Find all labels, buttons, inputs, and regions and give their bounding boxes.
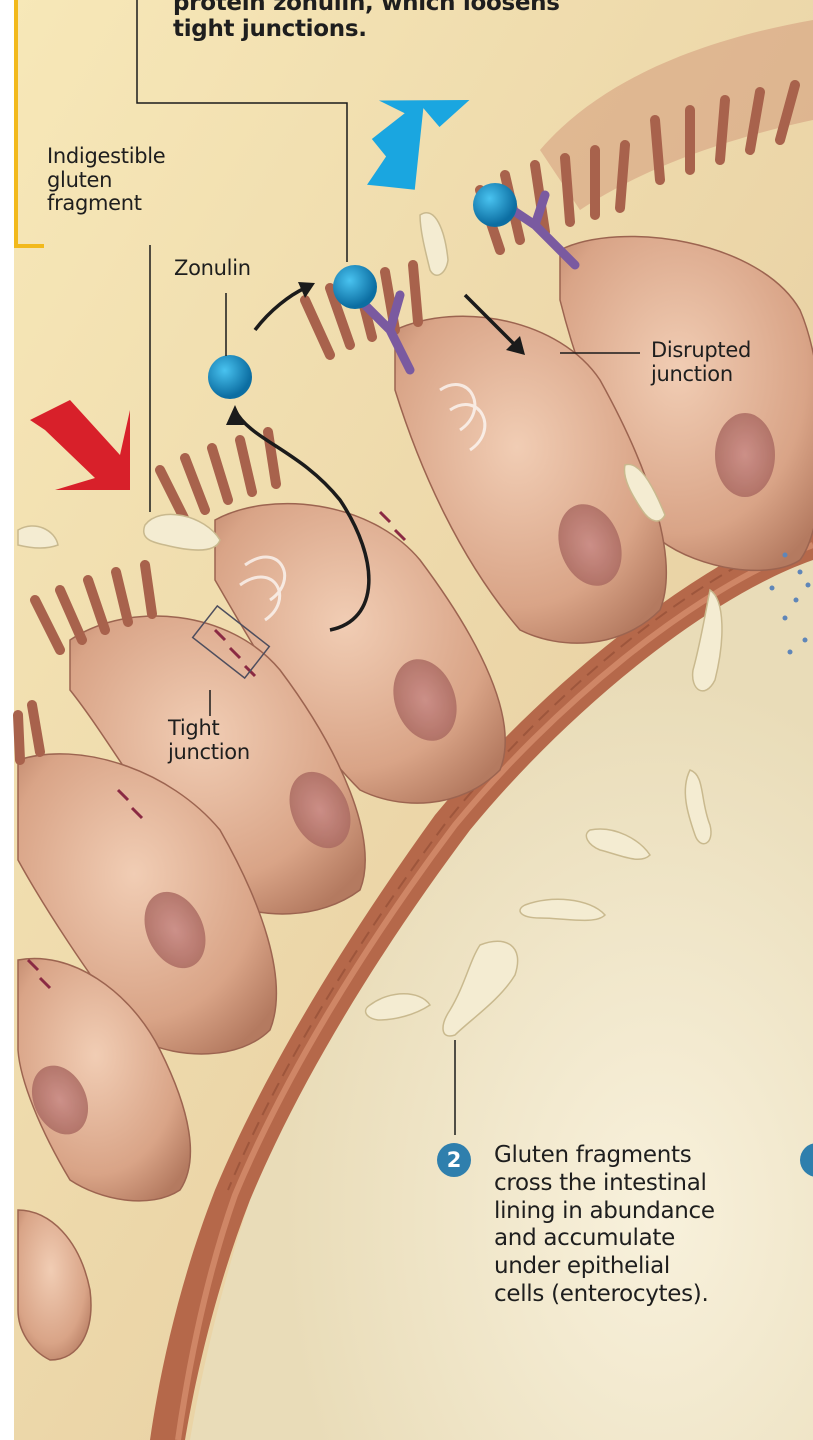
accent-rule-horizontal [14, 244, 44, 248]
tight-junction-label: Tight junction [168, 717, 250, 764]
indigestible-gluten-label: Indigestible gluten fragment [47, 145, 165, 216]
top-caption: protein zonulin, which loosens tight jun… [173, 0, 560, 42]
zonulin-label: Zonulin [174, 257, 251, 281]
zonulin-protein-bound [473, 183, 517, 227]
step-2-caption: Gluten fragments cross the intestinal li… [494, 1142, 715, 1309]
disrupted-junction-label: Disrupted junction [651, 339, 751, 386]
accent-rule-vertical [14, 0, 18, 248]
left-margin [0, 0, 14, 1440]
zonulin-protein-bound [333, 265, 377, 309]
zonulin-protein-free [208, 355, 252, 399]
step-2-badge: 2 [437, 1143, 471, 1177]
